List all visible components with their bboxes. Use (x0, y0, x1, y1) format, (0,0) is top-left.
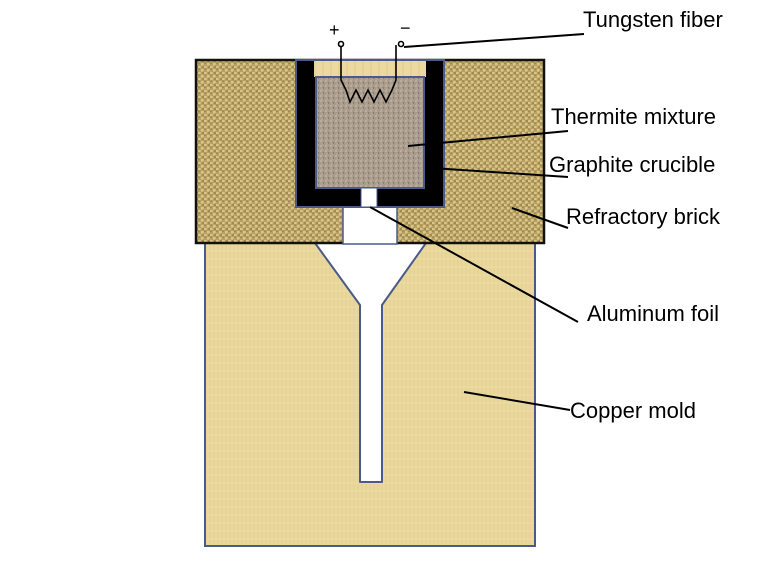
aluminum-foil (360, 187, 378, 208)
label-copper-mold: Copper mold (570, 398, 696, 423)
label-tungsten-fiber: Tungsten fiber (583, 7, 723, 32)
leader-aluminum-foil (369, 206, 579, 323)
leader-refractory-brick (511, 207, 569, 229)
leader-copper-mold (463, 391, 571, 411)
pour-channel (342, 206, 398, 245)
leader-tungsten-fiber (403, 33, 585, 48)
tungsten-fiber (337, 40, 405, 105)
label-thermite-mixture: Thermite mixture (551, 104, 716, 129)
leader-lines (369, 33, 585, 411)
label-refractory-brick: Refractory brick (566, 204, 721, 229)
label-graphite-crucible: Graphite crucible (549, 152, 715, 177)
leader-graphite-crucible (431, 167, 569, 178)
negative-terminal: − (400, 18, 411, 38)
label-aluminum-foil: Aluminum foil (587, 301, 719, 326)
leader-thermite-mixture (407, 130, 569, 147)
positive-terminal: + (329, 20, 340, 40)
